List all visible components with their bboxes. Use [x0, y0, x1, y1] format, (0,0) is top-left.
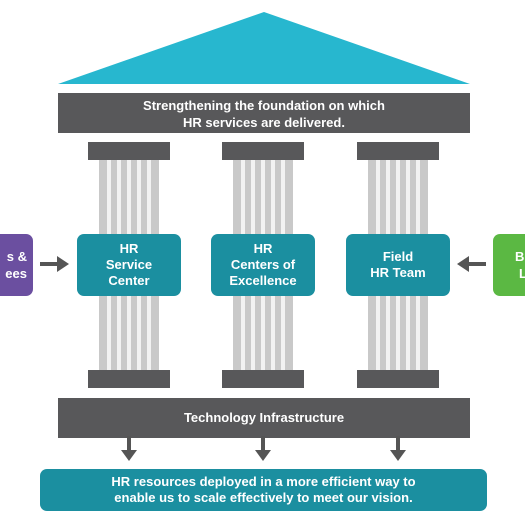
arrow-down-icon — [390, 436, 406, 461]
right-box-line-2: L — [519, 266, 525, 281]
outcome-line-1: HR resources deployed in a more efficien… — [111, 474, 416, 489]
outcome-box: HR resources deployed in a more efficien… — [40, 469, 487, 511]
roof-triangle — [58, 12, 470, 84]
arrow-left-icon — [457, 256, 486, 272]
left-box-line-1: s & — [6, 249, 27, 264]
box-line: Centers of — [230, 257, 296, 272]
base-bar: Technology Infrastructure — [58, 398, 470, 438]
banner-bar: Strengthening the foundation on which HR… — [58, 93, 470, 133]
pillar-cap-bottom — [88, 370, 170, 388]
box-line: HR — [119, 241, 139, 256]
right-input-box: B L — [493, 234, 525, 296]
left-box-line-2: ees — [5, 266, 27, 281]
arrow-right-icon — [40, 256, 69, 272]
box-line: HR — [253, 241, 273, 256]
field-hr-team-box: Field HR Team — [346, 234, 450, 296]
box-line: Field — [382, 249, 414, 264]
pillar-cap-top — [357, 142, 439, 160]
hr-centers-of-excellence-box: HR Centers of Excellence — [211, 234, 315, 296]
outcome-line-2: enable us to scale effectively to meet o… — [114, 490, 413, 505]
box-line: HR Team — [370, 265, 426, 280]
box-line: Service — [105, 257, 153, 272]
box-line: Center — [108, 273, 150, 288]
banner-line-2: HR services are delivered. — [183, 115, 345, 130]
base-label: Technology Infrastructure — [183, 410, 345, 425]
hr-service-center-box: HR Service Center — [77, 234, 181, 296]
box-line: Excellence — [229, 273, 297, 288]
pillar-cap-bottom — [222, 370, 304, 388]
pillar-cap-bottom — [357, 370, 439, 388]
pillar-cap-top — [88, 142, 170, 160]
roof — [58, 10, 470, 84]
banner-line-1: Strengthening the foundation on which — [143, 98, 385, 113]
arrow-down-icon — [255, 436, 271, 461]
pillar-cap-top — [222, 142, 304, 160]
arrow-down-icon — [121, 436, 137, 461]
right-box-line-1: B — [515, 249, 525, 264]
left-input-box: s & ees — [0, 234, 33, 296]
